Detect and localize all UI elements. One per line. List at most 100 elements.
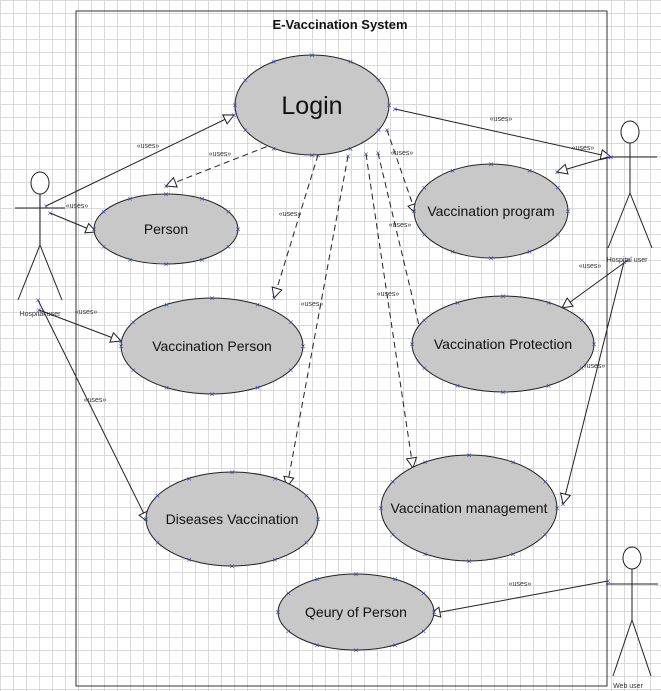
arrowhead xyxy=(222,114,236,125)
selection-handle: × xyxy=(143,516,149,524)
uses-relationship[interactable]: «uses» × × xyxy=(375,150,427,347)
selection-handle: × xyxy=(348,58,354,66)
selection-handle: × xyxy=(127,256,133,264)
arrowhead xyxy=(271,286,283,300)
selection-handle: × xyxy=(186,475,192,483)
selection-handle: × xyxy=(36,307,42,315)
selection-handle: × xyxy=(542,478,548,486)
selection-handle: × xyxy=(315,516,321,524)
selection-handle: × xyxy=(163,191,169,199)
selection-handle: × xyxy=(625,257,631,265)
selection-handle: × xyxy=(422,459,428,467)
selection-handle: × xyxy=(130,367,136,375)
uses-label: «uses» xyxy=(84,397,107,404)
selection-handle: × xyxy=(392,641,398,649)
selection-handle: × xyxy=(375,150,381,158)
selection-handle: × xyxy=(353,647,359,655)
selection-handle: × xyxy=(225,243,231,251)
uses-relationship[interactable]: «uses»×× xyxy=(363,151,418,473)
selection-handle: × xyxy=(466,558,472,566)
uses-label: «uses» xyxy=(579,263,602,270)
selection-handle: × xyxy=(554,505,560,513)
selection-handle: × xyxy=(392,576,398,584)
uses-label: «uses» xyxy=(377,291,400,298)
uses-relationship[interactable]: «uses»×× xyxy=(559,259,627,509)
uses-relationship[interactable]: «uses»×× xyxy=(43,112,237,211)
selection-handle: × xyxy=(130,319,136,327)
use-case-query-of-person[interactable]: ××××××××××××Qeury of Person xyxy=(275,571,437,655)
uses-relationship[interactable]: «uses»×× xyxy=(283,153,351,492)
actor-web-user[interactable] xyxy=(606,546,658,677)
selection-handle: × xyxy=(527,248,533,256)
selection-handle: × xyxy=(199,256,205,264)
use-case-label: Vaccination Person xyxy=(152,338,272,354)
selection-handle: × xyxy=(421,590,427,598)
selection-handle: × xyxy=(91,226,97,234)
selection-handle: × xyxy=(345,153,351,161)
selection-handle: × xyxy=(242,77,248,85)
selection-handle: × xyxy=(621,259,627,267)
selection-handle: × xyxy=(163,261,169,269)
selection-handle: × xyxy=(500,293,506,301)
selection-handle: × xyxy=(186,556,192,564)
uses-relationship[interactable]: «uses»×× xyxy=(554,145,611,177)
use-case-ellipse xyxy=(234,54,390,156)
uses-relationship[interactable]: «uses»×× xyxy=(384,127,419,219)
selection-handle: × xyxy=(155,539,161,547)
uses-relationship[interactable]: «uses» × × xyxy=(427,578,611,619)
selection-handle: × xyxy=(271,295,277,303)
selection-handle: × xyxy=(605,578,611,586)
use-case-ellipse xyxy=(413,163,569,259)
selection-handle: × xyxy=(209,391,215,399)
selection-handle: × xyxy=(272,475,278,483)
use-case-vaccination-program[interactable]: ××××××××××××Vaccination program xyxy=(411,161,571,263)
selection-handle: × xyxy=(450,167,456,175)
selection-handle: × xyxy=(35,297,41,305)
uses-label: «uses» xyxy=(279,211,302,218)
selection-handle: × xyxy=(271,145,277,153)
use-case-diseases-vaccination[interactable]: ××××××××××××Diseases Vaccination xyxy=(143,469,321,571)
use-case-login[interactable]: ××××××××××××Login xyxy=(232,52,392,160)
selection-handle: × xyxy=(421,231,427,239)
actor-hospital-user-left[interactable] xyxy=(15,171,65,301)
selection-handle: × xyxy=(390,478,396,486)
uses-label: «uses» xyxy=(209,151,232,158)
selection-handle: × xyxy=(353,571,359,579)
selection-handle: × xyxy=(255,301,261,309)
actor-label-web: Web user xyxy=(613,683,643,690)
selection-handle: × xyxy=(555,184,561,192)
selection-handle: × xyxy=(309,152,315,160)
selection-handle: × xyxy=(510,550,516,558)
actor-hospital-user-right[interactable] xyxy=(603,120,657,249)
selection-handle: × xyxy=(422,550,428,558)
use-case-vaccination-protection[interactable]: ××××××××××××Vaccination Protection xyxy=(409,293,597,397)
uses-relationship[interactable]: «uses» × × xyxy=(271,152,321,303)
uses-label: «uses» xyxy=(509,581,532,588)
arrowhead xyxy=(561,297,574,309)
use-case-ellipse xyxy=(120,297,304,395)
use-case-person[interactable]: ××××××××××××Person xyxy=(91,191,241,269)
selection-handle: × xyxy=(300,343,306,351)
selection-handle: × xyxy=(455,382,461,390)
use-case-ellipse xyxy=(277,573,435,651)
selection-handle: × xyxy=(209,295,215,303)
uses-label: «uses» xyxy=(490,116,513,123)
uses-relationship[interactable]: «uses»×× xyxy=(392,106,614,162)
selection-handle: × xyxy=(392,106,398,114)
use-case-label: Qeury of Person xyxy=(305,604,407,620)
uses-label: «uses» xyxy=(66,203,89,210)
use-case-vaccination-person[interactable]: ××××××××××××Vaccination Person xyxy=(118,295,306,399)
selection-handle: × xyxy=(235,226,241,234)
uses-relationship[interactable]: «uses»×× xyxy=(163,140,279,191)
selection-handle: × xyxy=(255,384,261,392)
selection-handle: × xyxy=(488,255,494,263)
selection-handle: × xyxy=(390,531,396,539)
selection-handle: × xyxy=(488,161,494,169)
use-case-vaccination-management[interactable]: ××××××××××××Vaccination management xyxy=(378,452,560,566)
selection-handle: × xyxy=(431,609,437,617)
selection-handle: × xyxy=(288,319,294,327)
use-case-ellipse xyxy=(411,295,595,393)
selection-handle: × xyxy=(546,299,552,307)
